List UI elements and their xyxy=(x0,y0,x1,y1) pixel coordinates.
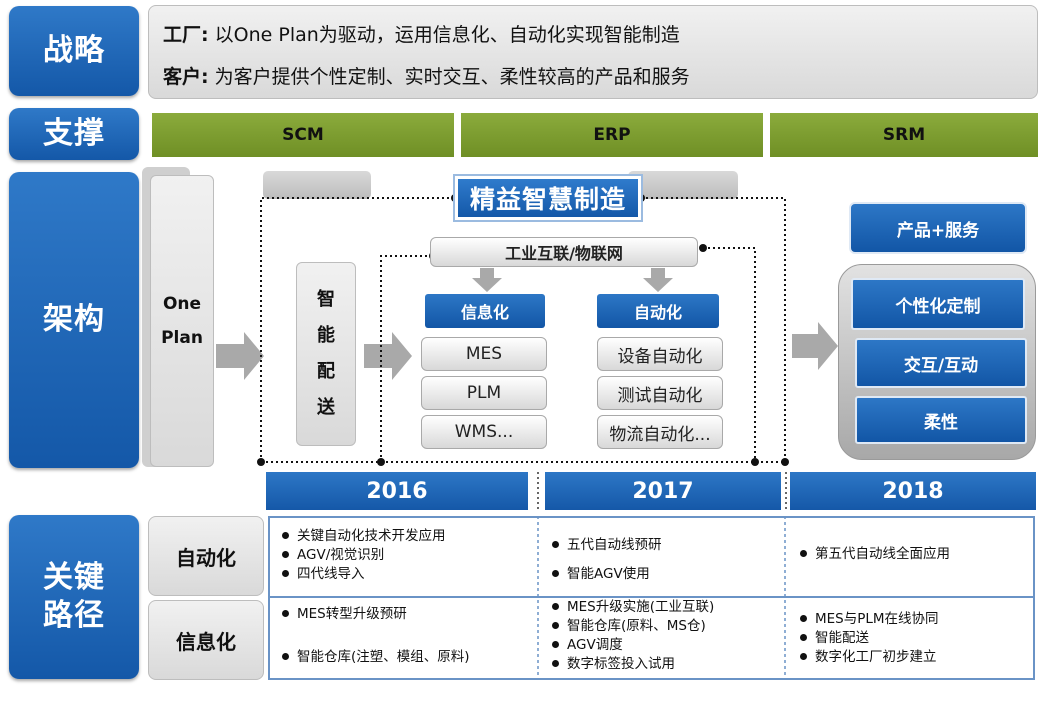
key-path-col-divider xyxy=(784,516,786,680)
factory-label: 工厂: xyxy=(163,24,209,46)
smart-delivery-panel: 智能配送 xyxy=(296,262,356,446)
list-item: MES转型升级预研 xyxy=(282,606,407,623)
year-2018: 2018 xyxy=(790,472,1036,510)
arrow-right-icon xyxy=(364,332,412,380)
one-plan-panel: One Plan xyxy=(150,175,214,467)
outcome-interaction: 交互/互动 xyxy=(855,338,1027,388)
outcome-flexibility: 柔性 xyxy=(855,396,1027,444)
info-item-mes: MES xyxy=(421,337,547,371)
arrow-right-icon xyxy=(792,322,838,370)
arrow-right-icon xyxy=(216,332,264,380)
list-item: 智能仓库(注塑、模组、原料) xyxy=(282,649,470,666)
list-item: 五代自动线预研 xyxy=(552,537,662,554)
architecture-title: 精益智慧制造 xyxy=(453,174,643,222)
list-item: AGV/视觉识别 xyxy=(282,547,384,564)
customer-label: 客户: xyxy=(163,66,209,88)
row-label-informatization: 信息化 xyxy=(148,600,264,680)
decor-tab-left xyxy=(263,171,371,199)
key-path-col-divider xyxy=(537,516,539,680)
year-2017: 2017 xyxy=(545,472,781,510)
year-divider xyxy=(537,472,539,512)
label-key-path: 关键路径 xyxy=(9,515,139,679)
decor-tab-right xyxy=(628,171,738,199)
iot-bar: 工业互联/物联网 xyxy=(430,237,698,267)
auto-item-testing: 测试自动化 xyxy=(597,376,723,410)
info-item-wms: WMS... xyxy=(421,415,547,449)
list-item: 智能配送 xyxy=(800,630,869,647)
factory-text: 以One Plan为驱动，运用信息化、自动化实现智能制造 xyxy=(214,24,680,46)
strategy-factory-line: 工厂: 以One Plan为驱动，运用信息化、自动化实现智能制造 xyxy=(163,20,680,47)
auto-item-equipment: 设备自动化 xyxy=(597,337,723,371)
support-erp: ERP xyxy=(461,113,763,157)
strategy-customer-line: 客户: 为客户提供个性定制、实时交互、柔性较高的产品和服务 xyxy=(163,62,690,89)
product-service: 产品+服务 xyxy=(849,202,1027,254)
support-scm: SCM xyxy=(152,113,454,157)
key-path-grid xyxy=(268,516,1035,680)
year-divider xyxy=(785,472,787,512)
auto-header: 自动化 xyxy=(597,294,719,328)
customer-text: 为客户提供个性定制、实时交互、柔性较高的产品和服务 xyxy=(214,66,690,88)
smart-delivery-label: 智能配送 xyxy=(317,289,335,418)
row-label-automation: 自动化 xyxy=(148,516,264,596)
support-srm: SRM xyxy=(770,113,1038,157)
list-item: 四代线导入 xyxy=(282,566,365,583)
list-item: AGV调度 xyxy=(552,637,623,654)
list-item: MES升级实施(工业互联) xyxy=(552,599,714,616)
list-item: 智能仓库(原料、MS仓) xyxy=(552,618,706,635)
info-header: 信息化 xyxy=(425,294,545,328)
label-architecture: 架构 xyxy=(9,172,139,468)
auto-item-logistics: 物流自动化... xyxy=(597,415,723,449)
info-item-plm: PLM xyxy=(421,376,547,410)
key-path-row-divider xyxy=(268,596,1035,598)
list-item: 数字标签投入试用 xyxy=(552,656,675,673)
list-item: 智能AGV使用 xyxy=(552,566,650,583)
list-item: MES与PLM在线协同 xyxy=(800,611,939,628)
list-item: 关键自动化技术开发应用 xyxy=(282,528,446,545)
year-2016: 2016 xyxy=(266,472,528,510)
label-support: 支撑 xyxy=(9,108,139,160)
list-item: 数字化工厂初步建立 xyxy=(800,649,937,666)
outcome-customization: 个性化定制 xyxy=(851,278,1025,330)
list-item: 第五代自动线全面应用 xyxy=(800,546,950,563)
arrow-down-icon xyxy=(643,268,673,292)
arrow-down-icon xyxy=(472,268,502,292)
label-strategy: 战略 xyxy=(9,6,139,96)
one-plan-label: One Plan xyxy=(161,294,203,348)
strategy-panel: 工厂: 以One Plan为驱动，运用信息化、自动化实现智能制造 客户: 为客户… xyxy=(148,5,1038,99)
